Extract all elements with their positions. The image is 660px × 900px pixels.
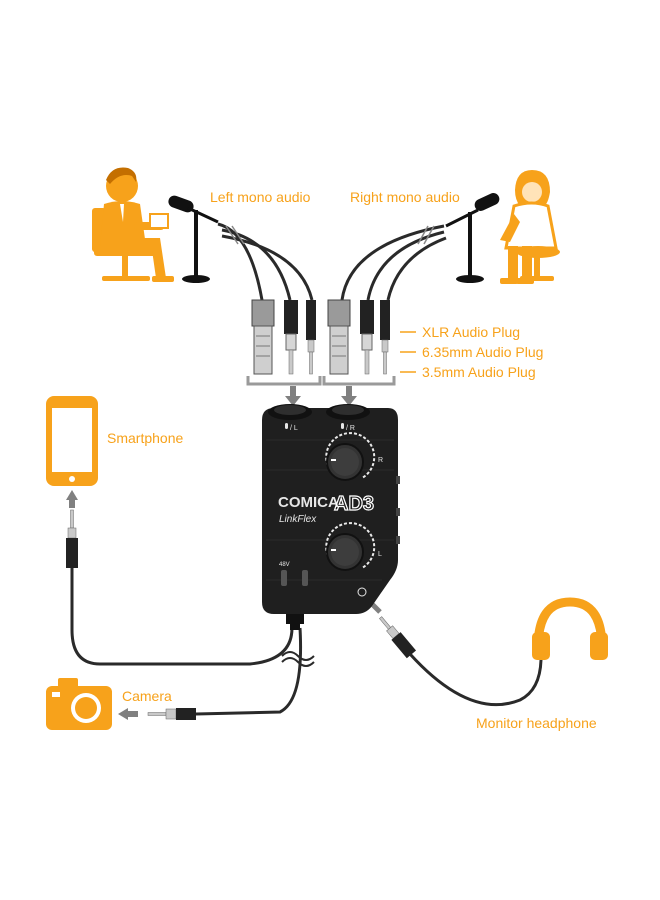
gain-knob-right[interactable] <box>325 432 376 481</box>
brand-logo: COMICA <box>278 494 339 511</box>
left-35-plug <box>306 300 316 375</box>
left-xlr-plug <box>251 299 275 375</box>
plug-legend: XLR Audio Plug 6.35mm Audio Plug 3.5mm A… <box>400 324 543 380</box>
left-cable-bundle <box>217 222 314 301</box>
model-logo: AD3 <box>334 493 374 515</box>
output-cables <box>70 568 543 716</box>
knob-left-label: L <box>378 551 382 558</box>
right-xlr-plug <box>327 299 351 375</box>
right-635-plug <box>360 300 374 375</box>
phantom-switch-left[interactable] <box>281 570 287 586</box>
phantom-label: 48V <box>279 562 290 568</box>
camera-35-plug <box>147 708 196 720</box>
input-jack-right[interactable] <box>326 404 370 420</box>
smartphone-label: Smartphone <box>107 430 183 446</box>
legend-xlr: XLR Audio Plug <box>422 324 520 340</box>
left-635-plug <box>284 300 298 375</box>
input-right-label: / R <box>346 425 355 432</box>
input-left-label: / L <box>290 425 298 432</box>
left-mono-label: Left mono audio <box>210 189 311 205</box>
right-mono-label: Right mono audio <box>350 189 460 205</box>
comica-ad3-device: / L / R R COMICA AD3 LinkFlex L 48V <box>262 404 400 630</box>
left-arrow-icon <box>118 708 138 720</box>
monitor-headphone-label: Monitor headphone <box>476 715 597 731</box>
mic-symbol-icon <box>285 423 344 429</box>
plug-brackets <box>246 376 396 386</box>
camera-icon <box>46 678 112 730</box>
woman-sitting-icon <box>500 170 560 284</box>
microphone-stand-icon <box>168 195 219 283</box>
side-button[interactable] <box>396 476 400 544</box>
phone-35-plug <box>66 509 78 568</box>
linkflex-subtitle: LinkFlex <box>279 514 317 525</box>
camera-label: Camera <box>122 688 172 704</box>
legend-35: 3.5mm Audio Plug <box>422 364 536 380</box>
man-sitting-icon <box>92 167 174 282</box>
down-arrow-icon <box>285 386 357 406</box>
cable-break-mark <box>281 651 315 667</box>
headphone-35-plug <box>379 616 417 659</box>
up-arrow-icon <box>66 490 78 508</box>
input-jack-left[interactable] <box>268 404 312 420</box>
headphone-icon <box>532 597 608 660</box>
legend-635: 6.35mm Audio Plug <box>422 344 543 360</box>
gain-knob-left[interactable] <box>325 522 376 571</box>
smartphone-icon <box>46 396 98 486</box>
knob-right-label: R <box>378 457 383 464</box>
phantom-switch-right[interactable] <box>302 570 308 586</box>
microphone-stand-icon <box>445 193 500 283</box>
right-35-plug <box>380 300 390 375</box>
right-cable-bundle <box>340 224 447 301</box>
headphone-jack[interactable] <box>357 587 367 597</box>
output-cable-stub <box>286 614 304 630</box>
